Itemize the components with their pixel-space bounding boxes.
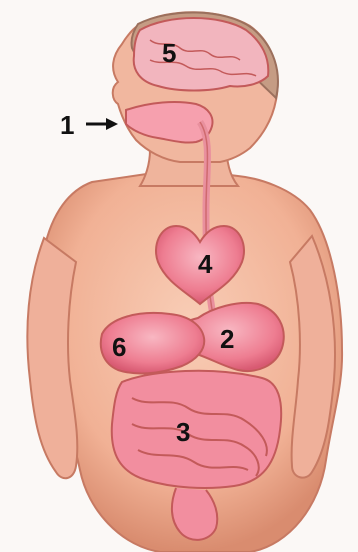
- label-brain: 5: [162, 40, 176, 66]
- label-mouth: 1: [60, 112, 74, 138]
- label-liver: 6: [112, 334, 126, 360]
- label-heart: 4: [198, 251, 212, 277]
- label-intestines: 3: [176, 419, 190, 445]
- label-stomach: 2: [220, 326, 234, 352]
